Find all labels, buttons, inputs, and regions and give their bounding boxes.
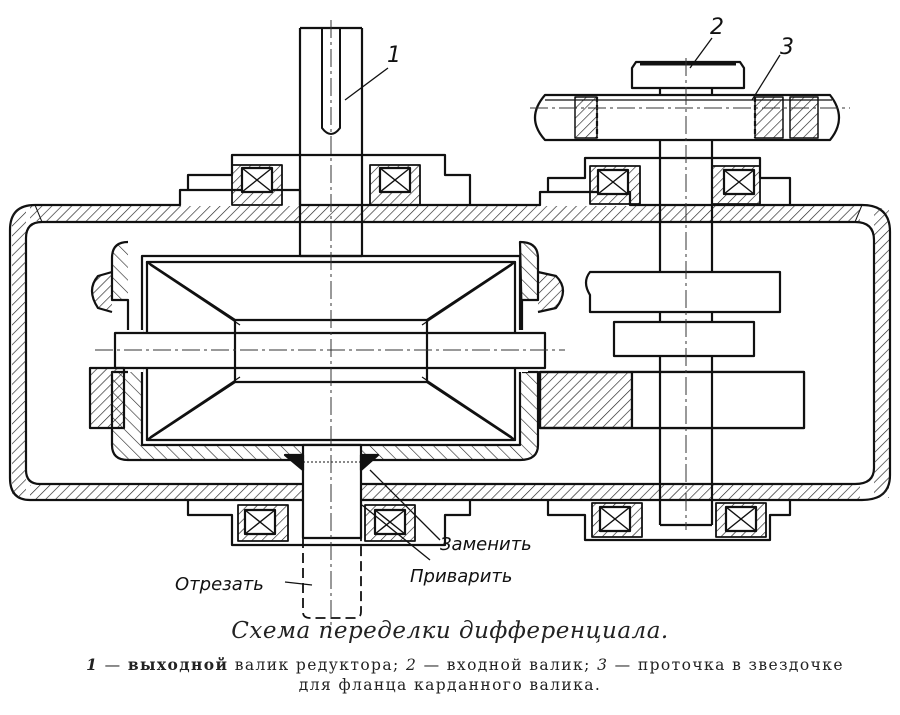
boss-right-top: [537, 270, 565, 314]
figure-caption: Схема переделки дифференциала.: [231, 618, 669, 644]
leader-replace: [369, 469, 441, 541]
boss-left-bottom: [88, 366, 126, 430]
leader-2: [689, 37, 713, 69]
gear-right-lower-left: [538, 370, 634, 430]
label-cut: Отрезать: [175, 574, 264, 595]
bearing-housing-bottom-left: [186, 500, 472, 547]
leader-weld: [361, 504, 431, 561]
leader-cut: [284, 581, 313, 586]
sprocket-flange: [630, 60, 746, 90]
bevel-gear-bottom: [145, 380, 517, 442]
shaft-keyway: [321, 28, 341, 135]
legend-item1-dash: —: [98, 656, 128, 674]
label-replace: Заменить: [440, 534, 532, 555]
leader-3: [751, 54, 781, 101]
legend-item3-text: — проточка в звездочке: [608, 656, 844, 674]
legend-line-2: для фланца карданного валика.: [298, 676, 602, 694]
bearing-housing-top-right: [546, 156, 792, 205]
legend-item2-number: 2: [405, 656, 418, 674]
legend-item1-text: валик редуктора;: [228, 656, 406, 674]
bevel-gear-top: [145, 260, 517, 322]
cut-off-shaft: [302, 538, 362, 619]
gear-right-middle: [612, 320, 756, 358]
boss-left-top: [90, 270, 113, 314]
gear-right-upper: [584, 270, 782, 314]
bottom-shaft-stub: [301, 443, 363, 540]
label-part-1: 1: [387, 43, 401, 68]
leader-1: [344, 67, 389, 101]
legend-item1-bold: выходной: [127, 655, 229, 674]
housing-inner-wall: [24, 220, 876, 486]
legend-item3-number: 3: [597, 656, 609, 674]
label-part-2: 2: [710, 15, 724, 40]
label-weld: Приварить: [410, 566, 513, 587]
legend-item2-text: — входной валик;: [417, 656, 598, 674]
bearing-housing-bottom-right: [546, 500, 792, 542]
label-part-3: 3: [780, 35, 794, 60]
bearing-housing-top-left: [186, 153, 472, 205]
legend-line-1: 1 — выходной валик редуктора; 2 — входно…: [30, 655, 900, 674]
legend-item1-number: 1: [86, 655, 99, 674]
